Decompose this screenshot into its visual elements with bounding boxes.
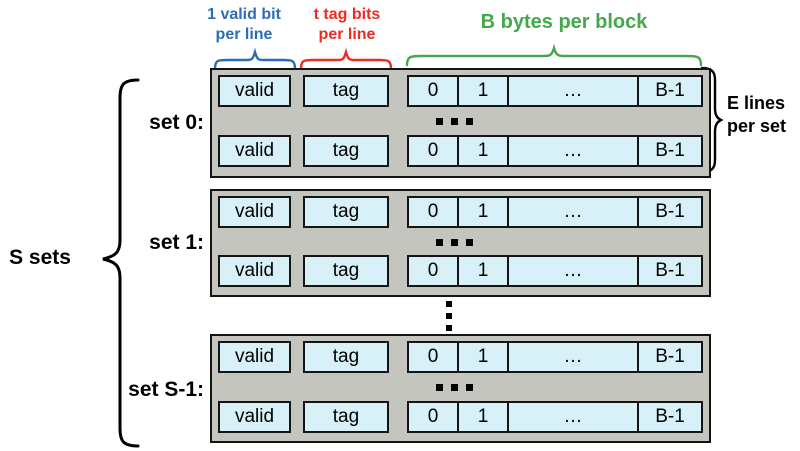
block-bytes-group: 0 1 … B-1 — [407, 401, 703, 433]
byte-cell-0: 0 — [427, 346, 439, 367]
byte-cell-b1: B-1 — [637, 137, 701, 165]
set-s1-box: valid tag 0 1 … B-1 valid tag 0 1 … B-1 — [210, 334, 711, 443]
valid-column-brace-icon — [213, 47, 297, 71]
tag-cell: tag — [303, 75, 389, 107]
byte-cell-ellipsis: … — [507, 137, 637, 165]
byte-cell-ellipsis: … — [507, 198, 637, 226]
tag-bits-label-line1: t tag bits — [313, 6, 381, 23]
block-bytes-group: 0 1 … B-1 — [407, 135, 703, 167]
valid-bit-label-line2: per line — [215, 26, 273, 43]
e-lines-per-set-label: E lines per set — [727, 92, 800, 138]
bytes-per-block-label: B bytes per block — [480, 11, 648, 33]
byte-cell-1: 1 — [457, 198, 507, 226]
byte-cell-ellipsis: … — [507, 343, 637, 371]
byte-cell-ellipsis: … — [507, 257, 637, 285]
byte-cell-ellipsis: … — [507, 403, 637, 431]
lines-ellipsis-icon — [436, 118, 473, 125]
byte-cell-1: 1 — [457, 343, 507, 371]
byte-cell-b1: B-1 — [637, 403, 701, 431]
block-bytes-group: 0 1 … B-1 — [407, 341, 703, 373]
cache-line-row: valid tag 0 1 … B-1 — [212, 401, 709, 433]
byte-cell-b1: B-1 — [637, 343, 701, 371]
block-bytes-group: 0 1 … B-1 — [407, 255, 703, 287]
set-0-box: valid tag 0 1 … B-1 valid tag 0 1 … B-1 — [210, 68, 711, 178]
byte-cell-1: 1 — [457, 257, 507, 285]
s-sets-label: S sets — [9, 246, 71, 269]
valid-cell: valid — [218, 196, 291, 228]
sets-ellipsis-icon — [446, 301, 452, 331]
tag-cell: tag — [303, 401, 389, 433]
set-s1-label: set S-1: — [128, 378, 204, 401]
tag-bits-label-line2: per line — [318, 26, 376, 43]
valid-bit-label-line1: 1 valid bit — [207, 6, 281, 23]
byte-cell-0: 0 — [427, 406, 439, 427]
byte-cell-b1: B-1 — [637, 198, 701, 226]
byte-cell-b1: B-1 — [637, 257, 701, 285]
block-bytes-group: 0 1 … B-1 — [407, 196, 703, 228]
byte-cell-1: 1 — [457, 137, 507, 165]
cache-line-row: valid tag 0 1 … B-1 — [212, 75, 709, 107]
e-lines-label-line2: per set — [727, 116, 787, 136]
set-1-box: valid tag 0 1 … B-1 valid tag 0 1 … B-1 — [210, 189, 711, 297]
byte-cell-0: 0 — [427, 80, 439, 101]
valid-bit-column-label: 1 valid bit per line — [184, 5, 304, 45]
e-lines-brace-icon — [700, 66, 724, 174]
byte-cell-0: 0 — [427, 260, 439, 281]
block-bytes-group: 0 1 … B-1 — [407, 75, 703, 107]
valid-cell: valid — [218, 401, 291, 433]
byte-cell-0: 0 — [427, 140, 439, 161]
tag-cell: tag — [303, 341, 389, 373]
block-column-brace-icon — [405, 43, 703, 67]
cache-line-row: valid tag 0 1 … B-1 — [212, 341, 709, 373]
byte-cell-1: 1 — [457, 403, 507, 431]
byte-cell-b1: B-1 — [637, 77, 701, 105]
tag-cell: tag — [303, 196, 389, 228]
valid-cell: valid — [218, 135, 291, 167]
cache-line-row: valid tag 0 1 … B-1 — [212, 255, 709, 287]
byte-cell-1: 1 — [457, 77, 507, 105]
e-lines-label-line1: E lines — [727, 93, 786, 113]
tag-column-brace-icon — [299, 47, 393, 71]
valid-cell: valid — [218, 255, 291, 287]
tag-cell: tag — [303, 255, 389, 287]
s-sets-brace-icon — [102, 78, 140, 448]
valid-cell: valid — [218, 75, 291, 107]
set-1-label: set 1: — [149, 231, 204, 254]
cache-line-row: valid tag 0 1 … B-1 — [212, 196, 709, 228]
set-0-label: set 0: — [149, 111, 204, 134]
valid-cell: valid — [218, 341, 291, 373]
lines-ellipsis-icon — [436, 239, 473, 246]
lines-ellipsis-icon — [436, 384, 473, 391]
byte-cell-0: 0 — [427, 201, 439, 222]
tag-cell: tag — [303, 135, 389, 167]
cache-line-row: valid tag 0 1 … B-1 — [212, 135, 709, 167]
tag-bits-column-label: t tag bits per line — [287, 5, 407, 45]
byte-cell-ellipsis: … — [507, 77, 637, 105]
